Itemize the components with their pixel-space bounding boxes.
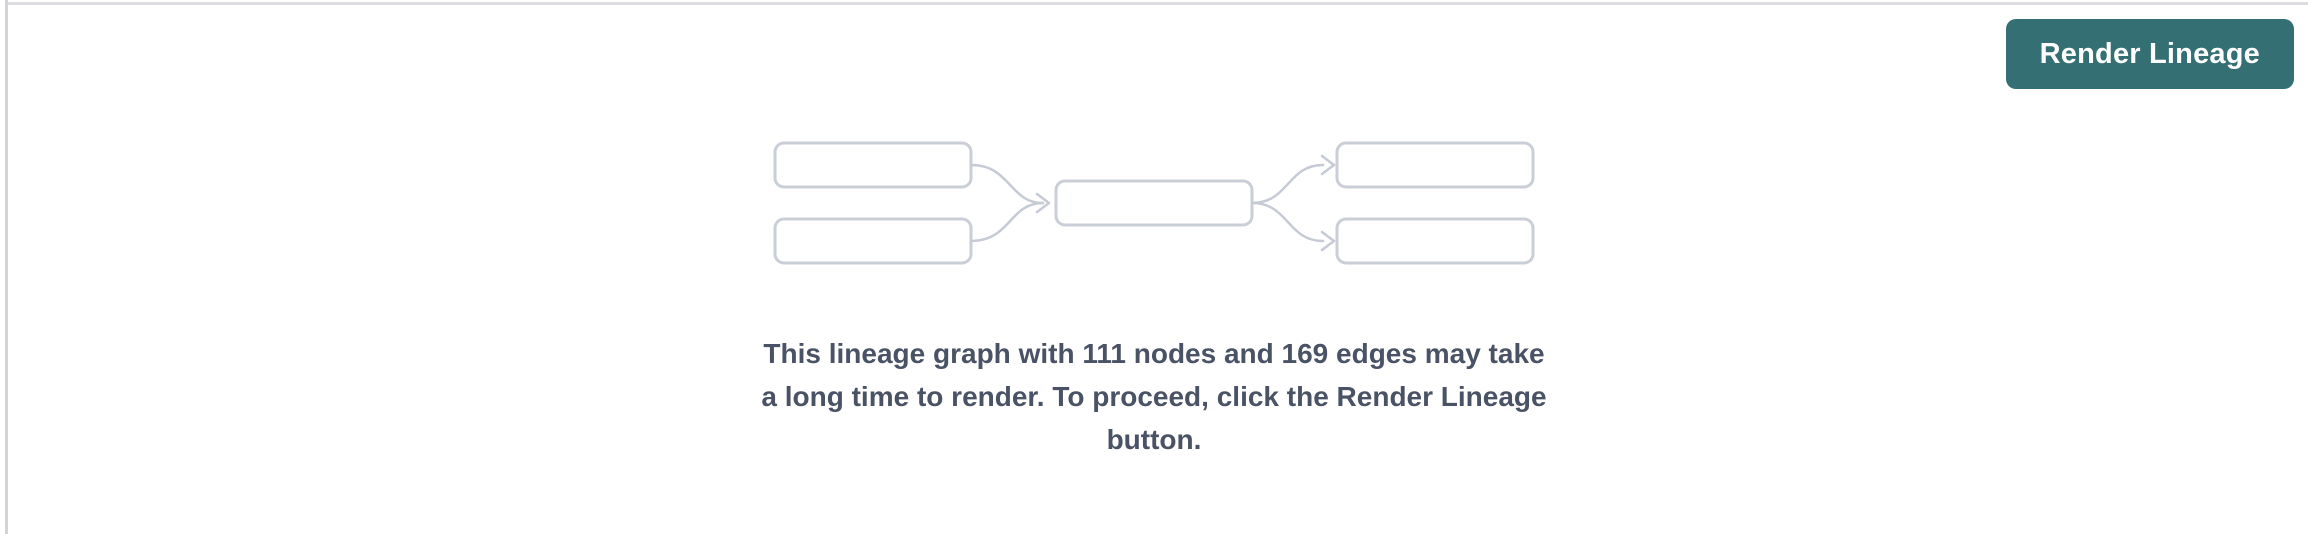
placeholder-node (1335, 217, 1535, 265)
render-warning-message: This lineage graph with 111 nodes and 16… (761, 338, 1547, 455)
lineage-placeholder-area: This lineage graph with 111 nodes and 16… (0, 140, 2308, 461)
lineage-graph-placeholder-icon (773, 141, 1535, 265)
placeholder-node (1335, 141, 1535, 189)
edge-curve (969, 201, 1045, 243)
edge-curve (1250, 201, 1325, 243)
placeholder-node (773, 217, 973, 265)
panel-top-border (8, 2, 2308, 5)
placeholder-nodes (773, 141, 1535, 265)
edge-curve (969, 163, 1045, 205)
placeholder-edges (969, 154, 1336, 252)
edge-curve (1250, 163, 1325, 205)
arrowhead-icon (1035, 192, 1051, 214)
arrowhead-icon (1320, 230, 1336, 252)
panel-left-border (5, 0, 8, 534)
render-lineage-button[interactable]: Render Lineage (2005, 19, 2294, 89)
arrowhead-icon (1320, 154, 1336, 176)
placeholder-node (1054, 179, 1254, 227)
placeholder-node (773, 141, 973, 189)
